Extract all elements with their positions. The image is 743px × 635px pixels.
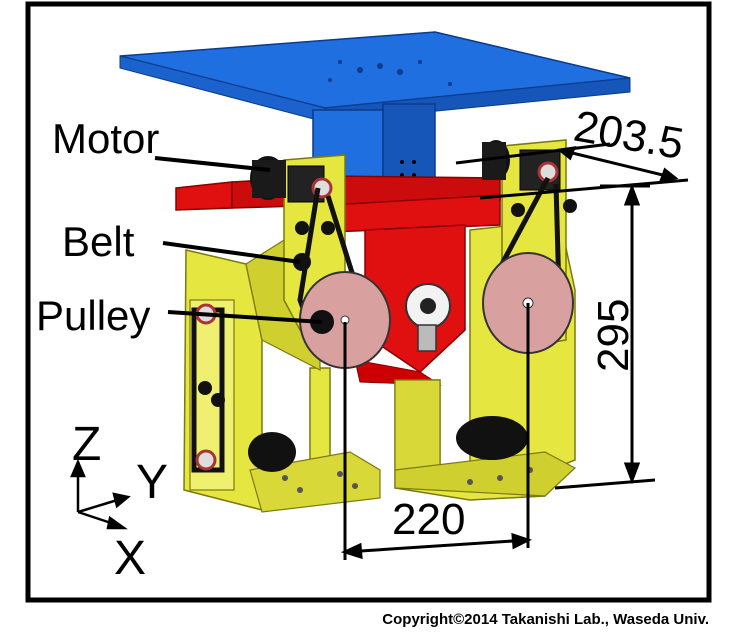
dimension-295 bbox=[554, 183, 656, 490]
dim-label-295: 295 bbox=[589, 299, 638, 372]
dimension-203-5 bbox=[455, 142, 689, 200]
leader-lines bbox=[154, 156, 323, 324]
axis-label-z: Z bbox=[72, 418, 101, 471]
label-belt: Belt bbox=[62, 218, 135, 265]
dim-label-220: 220 bbox=[392, 495, 465, 544]
axes-icon bbox=[70, 458, 131, 530]
label-motor: Motor bbox=[52, 115, 159, 162]
label-pulley: Pulley bbox=[36, 292, 150, 339]
copyright-text: Copyright©2014 Takanishi Lab., Waseda Un… bbox=[382, 611, 709, 628]
axis-label-y: Y bbox=[136, 456, 168, 509]
axis-label-x: X bbox=[114, 532, 146, 585]
idler-icon bbox=[195, 199, 577, 471]
dimension-220 bbox=[340, 303, 532, 560]
